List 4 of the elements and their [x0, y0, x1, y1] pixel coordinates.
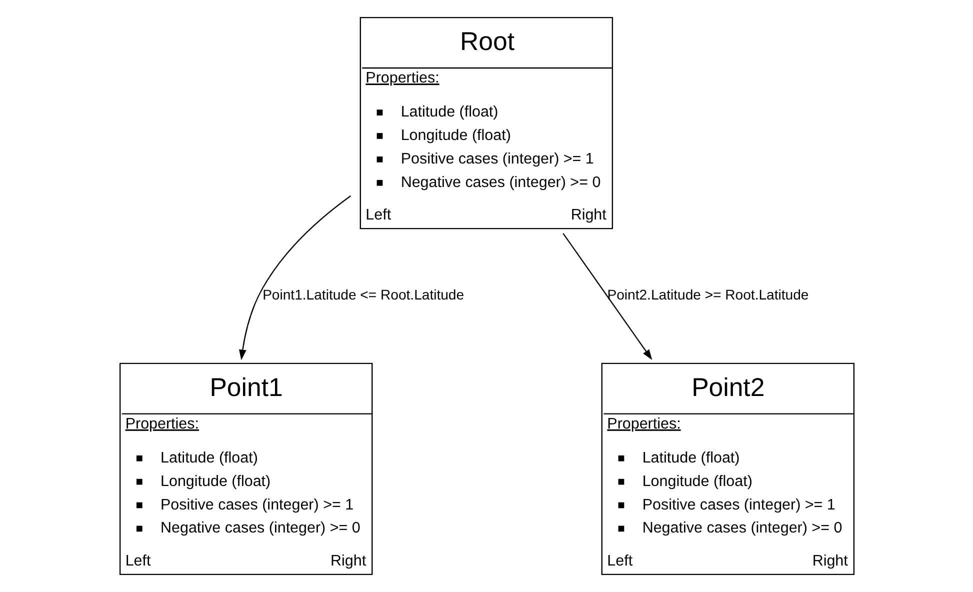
arrow — [238, 195, 351, 360]
arrow — [562, 233, 652, 360]
edge-label: Point2.Latitude >= Root.Latitude — [606, 286, 808, 303]
edge-label: Point1.Latitude <= Root.Latitude — [262, 286, 464, 303]
